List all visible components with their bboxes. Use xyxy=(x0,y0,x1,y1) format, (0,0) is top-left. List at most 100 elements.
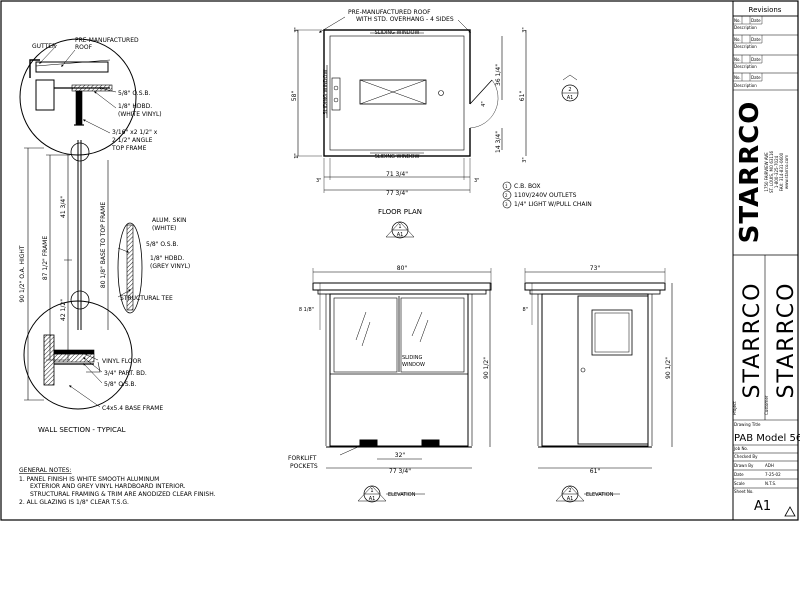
elevation-1-height-dim: 90 1/2" xyxy=(483,357,490,379)
scale-label: Scale xyxy=(734,481,745,486)
vinyl-floor-label: VINYL FLOOR xyxy=(102,358,141,365)
svg-text:STARRCO: STARRCO xyxy=(740,282,765,399)
floor-plan-labels: PRE-MANUFACTURED ROOF WITH STD. OVERHANG… xyxy=(291,9,592,238)
revision-date: Date xyxy=(751,18,761,23)
elevation-1-width-dim: 80" xyxy=(397,265,408,272)
elevation-sliding-label: SLIDING xyxy=(402,355,422,361)
elevation-1-roof-dim: 8 1/8" xyxy=(299,307,314,313)
roof-label: ROOF xyxy=(75,44,93,51)
forklift-label: POCKETS xyxy=(290,463,318,470)
company-address-line: 1-800-325-7024 xyxy=(774,155,779,188)
plan-offset-dim: 3" xyxy=(316,178,321,184)
section-callout-number: 2 xyxy=(568,87,571,93)
overall-height-dim: 90 1/2" O.A. HIGHT xyxy=(19,245,26,303)
plan-offset-dim: 1" xyxy=(294,153,300,158)
drawn-by: ADH xyxy=(765,463,774,468)
frame-height-dim: 87 1/2" FRAME xyxy=(42,236,49,281)
elevation-2-callout-number: 2 xyxy=(568,488,571,494)
hdbd-white-label: 1/8" HDBD. xyxy=(118,103,152,110)
roof-label: PRE-MANUFACTURED xyxy=(75,37,139,44)
sheet-no-label: Sheet No. xyxy=(734,489,753,494)
legend-cb-box: C.B. BOX xyxy=(514,183,541,190)
legend-outlets: 110V/240V OUTLETS xyxy=(514,192,577,199)
elevation-1-caption: ELEVATION xyxy=(388,492,416,498)
angle-label: 2 1/2" ANGLE xyxy=(112,137,153,144)
sliding-window-label: SLIDING WINDOW xyxy=(375,154,420,160)
structural-tee-label: STRUCTURAL TEE xyxy=(120,295,173,302)
door-knob-icon xyxy=(580,367,586,373)
legend-number: 2 xyxy=(505,193,508,198)
elevation-1-callout-sheet: A1 xyxy=(369,496,376,502)
floor-plan-callout-sheet: A1 xyxy=(397,232,404,238)
revision-no: No. xyxy=(734,18,741,23)
sliding-window-label: SLIDING WINDOW xyxy=(375,30,420,36)
legend-number: 3 xyxy=(505,202,508,207)
plan-inner-width-dim: 71 3/4" xyxy=(386,171,408,178)
revision-description: Description xyxy=(734,44,757,49)
company-address-line: 1750 FAIRVIEW AVE xyxy=(764,152,769,192)
revision-date: Date xyxy=(751,75,761,80)
job-no-label: Job No. xyxy=(733,446,748,451)
note-line: 2. ALL GLAZING IS 1/8" CLEAR T.S.G. xyxy=(19,499,129,506)
svg-text:STARRCO: STARRCO xyxy=(774,282,799,399)
upper-height-dim: 41 3/4" xyxy=(60,196,67,218)
sheet-number: A1 xyxy=(754,499,771,514)
hdbd-white-label: (WHITE VINYL) xyxy=(118,111,162,118)
note-line: 1. PANEL FINISH IS WHITE SMOOTH ALUMINUM xyxy=(19,476,159,483)
customer-name: STARRCO xyxy=(774,282,799,399)
part-bd-label: 3/4" PART. BD. xyxy=(104,370,147,377)
elevation-sliding-label: WINDOW xyxy=(402,362,425,368)
drawing-scale: N.T.S. xyxy=(765,481,776,486)
forklift-label: FORKLIFT xyxy=(288,455,317,462)
company-address-line: FAX: 314-831-0600 xyxy=(779,152,784,191)
osb-mid-label: 5/8" O.S.B. xyxy=(146,241,179,248)
drawn-by-label: Drawn By xyxy=(734,463,754,468)
revisions-title: Revisions xyxy=(749,6,782,14)
section-callout-sheet: A1 xyxy=(567,95,574,101)
revision-description: Description xyxy=(734,25,757,30)
plan-offset-dim: 3" xyxy=(294,27,300,32)
notes-title: GENERAL NOTES: xyxy=(19,467,72,474)
note-line: EXTERIOR AND GREY VINYL HARDBOARD INTERI… xyxy=(30,483,186,490)
drawing-title: PAB Model 56 xyxy=(734,433,800,444)
revision-no: No. xyxy=(734,75,741,80)
hdbd-grey-label: 1/8" HDBD. xyxy=(150,255,184,262)
revision-description: Description xyxy=(734,64,757,69)
angle-label: 3/16" x2 1/2" x xyxy=(112,129,158,136)
customer-label: Customer xyxy=(764,395,769,415)
elevation-1-callout-number: 1 xyxy=(370,488,373,494)
project-label: Project xyxy=(732,401,737,415)
checked-by-label: Checked By xyxy=(734,454,758,459)
date-label: Date xyxy=(734,472,744,477)
project-name: STARRCO xyxy=(740,282,765,399)
door xyxy=(577,295,649,445)
elevation-2-width-dim: 73" xyxy=(590,265,601,272)
company-address-line: ST. LOUIS, MO 63116 xyxy=(769,151,774,194)
door-offset-dim: 4" xyxy=(481,101,487,106)
hdbd-grey-label: (GREY VINYL) xyxy=(150,263,190,270)
revision-no: No. xyxy=(734,37,741,42)
company-address-line: www.starrco.com xyxy=(784,155,789,189)
lower-height-dim: 42 1/2" xyxy=(60,299,67,321)
drawing-title-label: Drawing Title xyxy=(734,422,761,427)
revision-triangle-icon xyxy=(784,506,796,517)
pocket-spacing-dim: 32" xyxy=(395,452,406,459)
plan-lower-dim: 14 3/4" xyxy=(495,131,502,153)
wall-section-caption: WALL SECTION - TYPICAL xyxy=(38,426,126,434)
osb-bottom-label: 5/8" O.S.B. xyxy=(104,381,137,388)
base-to-top-dim: 80 1/8" BASE TO TOP FRAME xyxy=(100,202,107,288)
door-window xyxy=(591,309,633,356)
osb-top-label: 5/8" O.S.B. xyxy=(118,90,151,97)
elevation-2 xyxy=(524,268,673,503)
elevation-1-labels: 80" 8 1/8" 90 1/2" 32" 77 3/4" SLIDING W… xyxy=(288,265,490,502)
legend-light: 1/4" LIGHT W/PULL CHAIN xyxy=(514,201,592,208)
plan-depth-overall-dim: 61" xyxy=(519,91,526,102)
elevation-2-caption: ELEVATION xyxy=(586,492,614,498)
plan-upper-dim: 36 1/4" xyxy=(495,64,502,86)
floor-plan xyxy=(294,16,579,239)
revision-no: No. xyxy=(734,57,741,62)
floor-plan-caption: FLOOR PLAN xyxy=(378,208,422,216)
revision-date: Date xyxy=(751,57,761,62)
elevation-2-callout-sheet: A1 xyxy=(567,496,574,502)
